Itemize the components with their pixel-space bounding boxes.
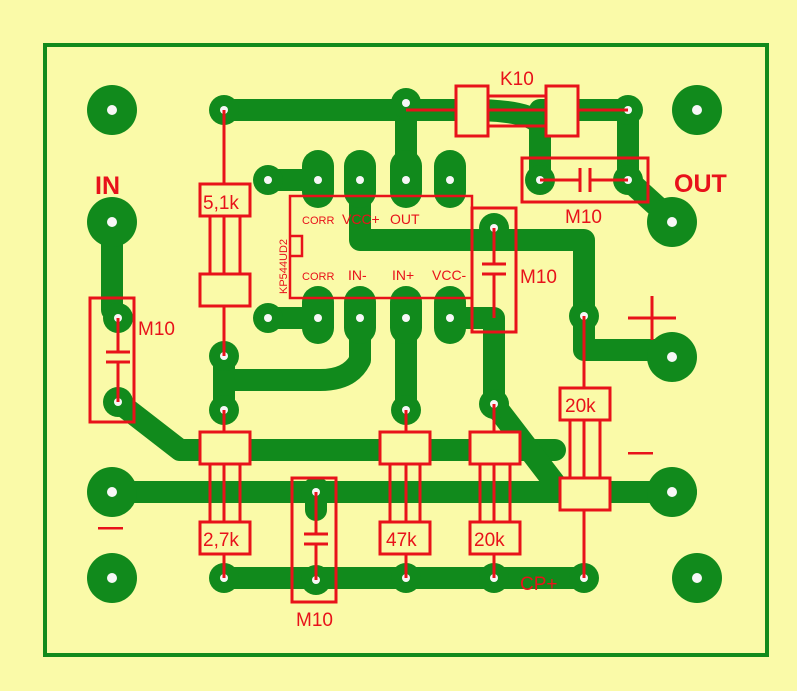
r-2k7-label: 2,7k	[203, 530, 239, 551]
ic-pin-bottom-2: IN-	[348, 267, 367, 283]
r-20k-right-label: 20k	[565, 396, 596, 417]
c-in-label: M10	[138, 319, 175, 340]
track-vcc-plus	[349, 169, 683, 361]
r-20k-mid-label: 20k	[474, 530, 505, 551]
c-out-label: M10	[565, 207, 602, 228]
minus-left-label: —	[98, 513, 123, 541]
k10-body-left	[454, 84, 490, 138]
board-outline	[43, 43, 769, 657]
c-out-outline	[520, 156, 650, 204]
ic-pin-top-2: VCC+	[342, 211, 380, 227]
c-bottom-label: M10	[296, 610, 333, 631]
c-dec-outline	[470, 206, 518, 334]
ic-pin-bottom-3: IN+	[392, 267, 414, 283]
c-in-outline	[88, 296, 136, 424]
k10-body-right	[544, 84, 580, 138]
ic-pin-top-3: OUT	[390, 211, 420, 227]
track-in-minus	[213, 307, 371, 391]
out-label: OUT	[674, 170, 727, 198]
r-47k-label: 47k	[386, 530, 417, 551]
minus-right-label: —	[628, 438, 653, 466]
silkscreen	[88, 84, 676, 604]
k10-label: K10	[500, 69, 534, 90]
ic-name: KP544UD2	[278, 239, 290, 294]
c-dec-label: M10	[520, 267, 557, 288]
ic-pin-top-1: CORR	[302, 215, 334, 227]
c-bottom-outline	[290, 476, 338, 604]
ic-pin-bottom-4: VCC-	[432, 267, 467, 283]
in-label: IN	[95, 172, 120, 200]
r-5k1-label: 5,1k	[203, 193, 239, 214]
cp-label: CP+	[520, 574, 558, 595]
ic-pin-bottom-1: CORR	[302, 271, 334, 283]
